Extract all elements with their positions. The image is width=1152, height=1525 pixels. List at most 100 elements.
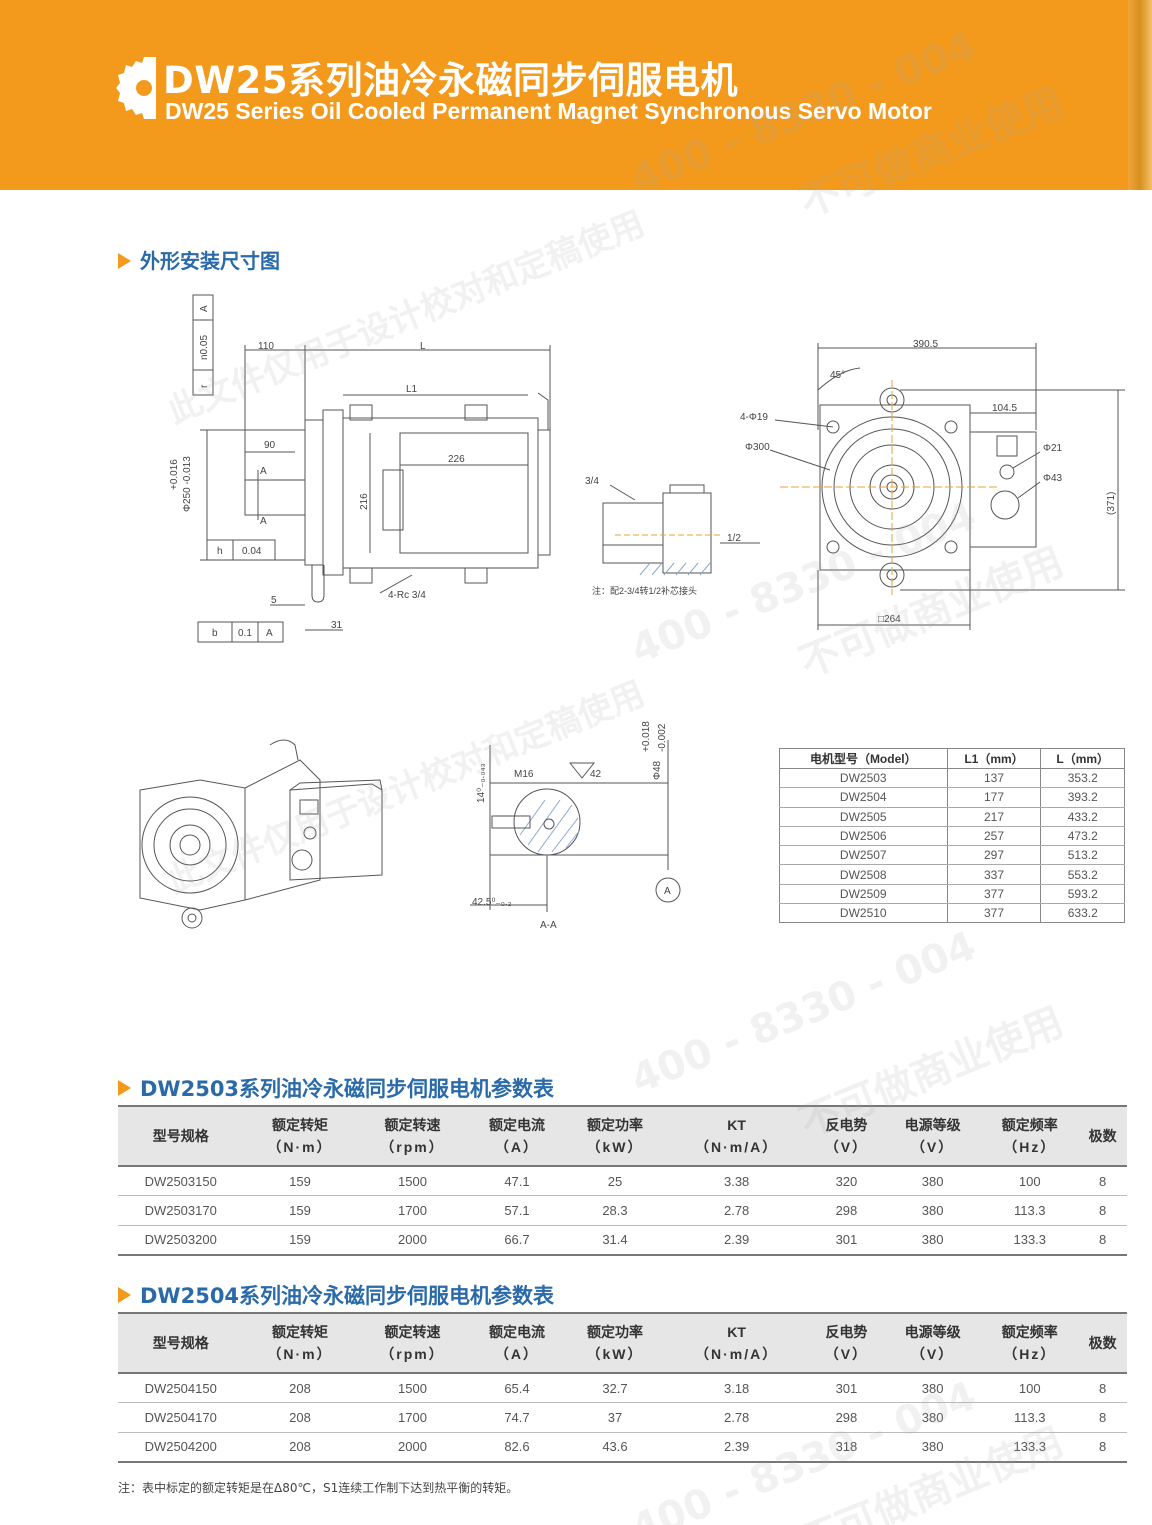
model-table-cell: 633.2	[1040, 903, 1125, 924]
table-cell: 74.7	[468, 1402, 566, 1433]
param-header-unit: （kW）	[586, 1139, 644, 1155]
dim-110: 110	[258, 341, 274, 352]
param-header-cell: 额定电流（A）	[468, 1105, 566, 1167]
section-mark-a1: A	[260, 466, 267, 477]
param-header-cell: 额定转矩（N·m）	[243, 1105, 357, 1167]
param-header-unit: （V）	[910, 1139, 955, 1155]
table-cell: 28.3	[565, 1195, 665, 1226]
model-table-cell: 137	[946, 768, 1042, 789]
param-header-unit: （N·m/A）	[695, 1139, 779, 1155]
dim-21: Φ21	[1043, 443, 1063, 454]
table-cell: 31.4	[565, 1225, 665, 1256]
triangle-bullet-icon	[118, 252, 131, 269]
gdt-h-val: 0.04	[242, 546, 262, 557]
dim-tol-bot: Φ250 -0.013	[182, 456, 193, 512]
table-cell: 25	[565, 1166, 665, 1196]
table-cell: 380	[884, 1432, 982, 1463]
table-cell: 3.18	[664, 1373, 809, 1403]
param-header-unit: （rpm）	[380, 1139, 445, 1155]
table-cell: 2.39	[664, 1432, 809, 1463]
page-title-en: DW25 Series Oil Cooled Permanent Magnet …	[165, 98, 932, 124]
param-header-cell: 额定转矩（N·m）	[243, 1312, 357, 1374]
model-table-cell: DW2506	[779, 826, 948, 847]
model-table-cell: DW2509	[779, 884, 948, 905]
table-cell: 208	[243, 1402, 357, 1433]
param-header-cell: 额定频率（Hz）	[981, 1312, 1079, 1374]
param-header-unit: （N·m）	[267, 1139, 333, 1155]
dw2504-param-table: 型号规格额定转矩（N·m）额定转速（rpm）额定电流（A）额定功率（kW）KT（…	[118, 1312, 1127, 1463]
watermark: 400 - 8330 - 004	[624, 922, 983, 1104]
dim-264: □264	[878, 614, 901, 625]
table-cell: 1500	[356, 1373, 469, 1403]
table-cell: 159	[243, 1166, 357, 1196]
param-header-name: 额定转矩	[271, 1324, 328, 1340]
param-header-cell: 电源等级（V）	[884, 1312, 982, 1374]
model-table-cell: 377	[946, 884, 1042, 905]
param-header-unit: （Hz）	[1003, 1139, 1057, 1155]
table-cell: 1500	[356, 1166, 469, 1196]
dim-rc: 4-Rc 3/4	[388, 590, 426, 601]
dim-390-5: 390.5	[913, 339, 938, 350]
param-header-name: KT	[727, 1324, 746, 1340]
table-cell: DW2504150	[118, 1373, 244, 1403]
param-header-cell: 额定转速（rpm）	[356, 1312, 469, 1374]
table-cell: 2000	[356, 1225, 469, 1256]
model-table-cell: DW2505	[779, 807, 948, 827]
table-cell: 8	[1078, 1195, 1127, 1226]
param-header-cell: 极数	[1078, 1105, 1127, 1167]
gdt-r-val: n0.05	[199, 335, 210, 360]
section-heading-dw2503: DW2503系列油冷永磁同步伺服电机参数表	[118, 1073, 554, 1103]
shaft-14: 14⁰₋₀.₀₄₃	[476, 763, 487, 803]
model-table-cell: DW2510	[779, 903, 948, 924]
param-header-cell: 额定频率 （Hz）	[981, 1105, 1079, 1167]
table-cell: 47.1	[468, 1166, 566, 1196]
dim-216: 216	[359, 493, 370, 510]
table-cell: 66.7	[468, 1225, 566, 1256]
dim-L: L	[420, 341, 426, 352]
model-table-cell: DW2504	[779, 787, 948, 808]
front-housing	[819, 404, 971, 571]
param-header-cell: 反电势（V）	[808, 1105, 885, 1167]
param-header-name: 额定电流	[488, 1117, 545, 1133]
table-cell: 8	[1078, 1402, 1127, 1433]
table-cell: 2000	[356, 1432, 469, 1463]
param-header-unit: （Hz）	[1003, 1346, 1057, 1362]
table-cell: 380	[884, 1373, 982, 1403]
dim-300: Φ300	[745, 442, 770, 453]
gdt-b-a: A	[266, 628, 273, 639]
table-cell: 2.78	[664, 1402, 809, 1433]
param-header-cell: 额定功率（kW）	[565, 1105, 665, 1167]
param-header-name: 极数	[1088, 1335, 1117, 1351]
param-header-name: 电源等级	[904, 1324, 961, 1340]
table-cell: 32.7	[565, 1373, 665, 1403]
shaft-datum-a: A	[664, 886, 671, 897]
model-table-cell: DW2507	[779, 845, 948, 866]
model-col-l1: L1（mm）	[946, 748, 1042, 769]
table-cell: 3.38	[664, 1166, 809, 1196]
watermark: 不可做商业使用	[793, 538, 1070, 687]
table-cell: 1700	[356, 1195, 469, 1226]
shaft-m16: M16	[514, 769, 534, 780]
table-cell: 133.3	[981, 1225, 1079, 1256]
model-table-cell: 353.2	[1040, 768, 1125, 789]
shaft-section-aa: A-A	[540, 920, 557, 931]
model-table-cell: 257	[946, 826, 1042, 847]
param-header-unit: （V）	[824, 1346, 869, 1362]
param-header-name: 额定频率	[1001, 1117, 1058, 1133]
fit-note: 注：配2-3/4转1/2补芯接头	[592, 585, 697, 596]
shaft-42-5: 42.5⁰₋₀.₂	[472, 897, 512, 908]
param-header-unit: （rpm）	[380, 1346, 445, 1362]
param-header-cell: 额定转速（rpm）	[356, 1105, 469, 1167]
param-header-name: 型号规格	[152, 1335, 209, 1351]
model-col-l: L（mm）	[1040, 748, 1125, 769]
table-cell: DW2504200	[118, 1432, 244, 1463]
param-header-cell: 额定电流（A）	[468, 1312, 566, 1374]
table-cell: 8	[1078, 1373, 1127, 1403]
param-header-name: 电源等级	[904, 1117, 961, 1133]
dim-tol-top: +0.016	[169, 459, 180, 490]
